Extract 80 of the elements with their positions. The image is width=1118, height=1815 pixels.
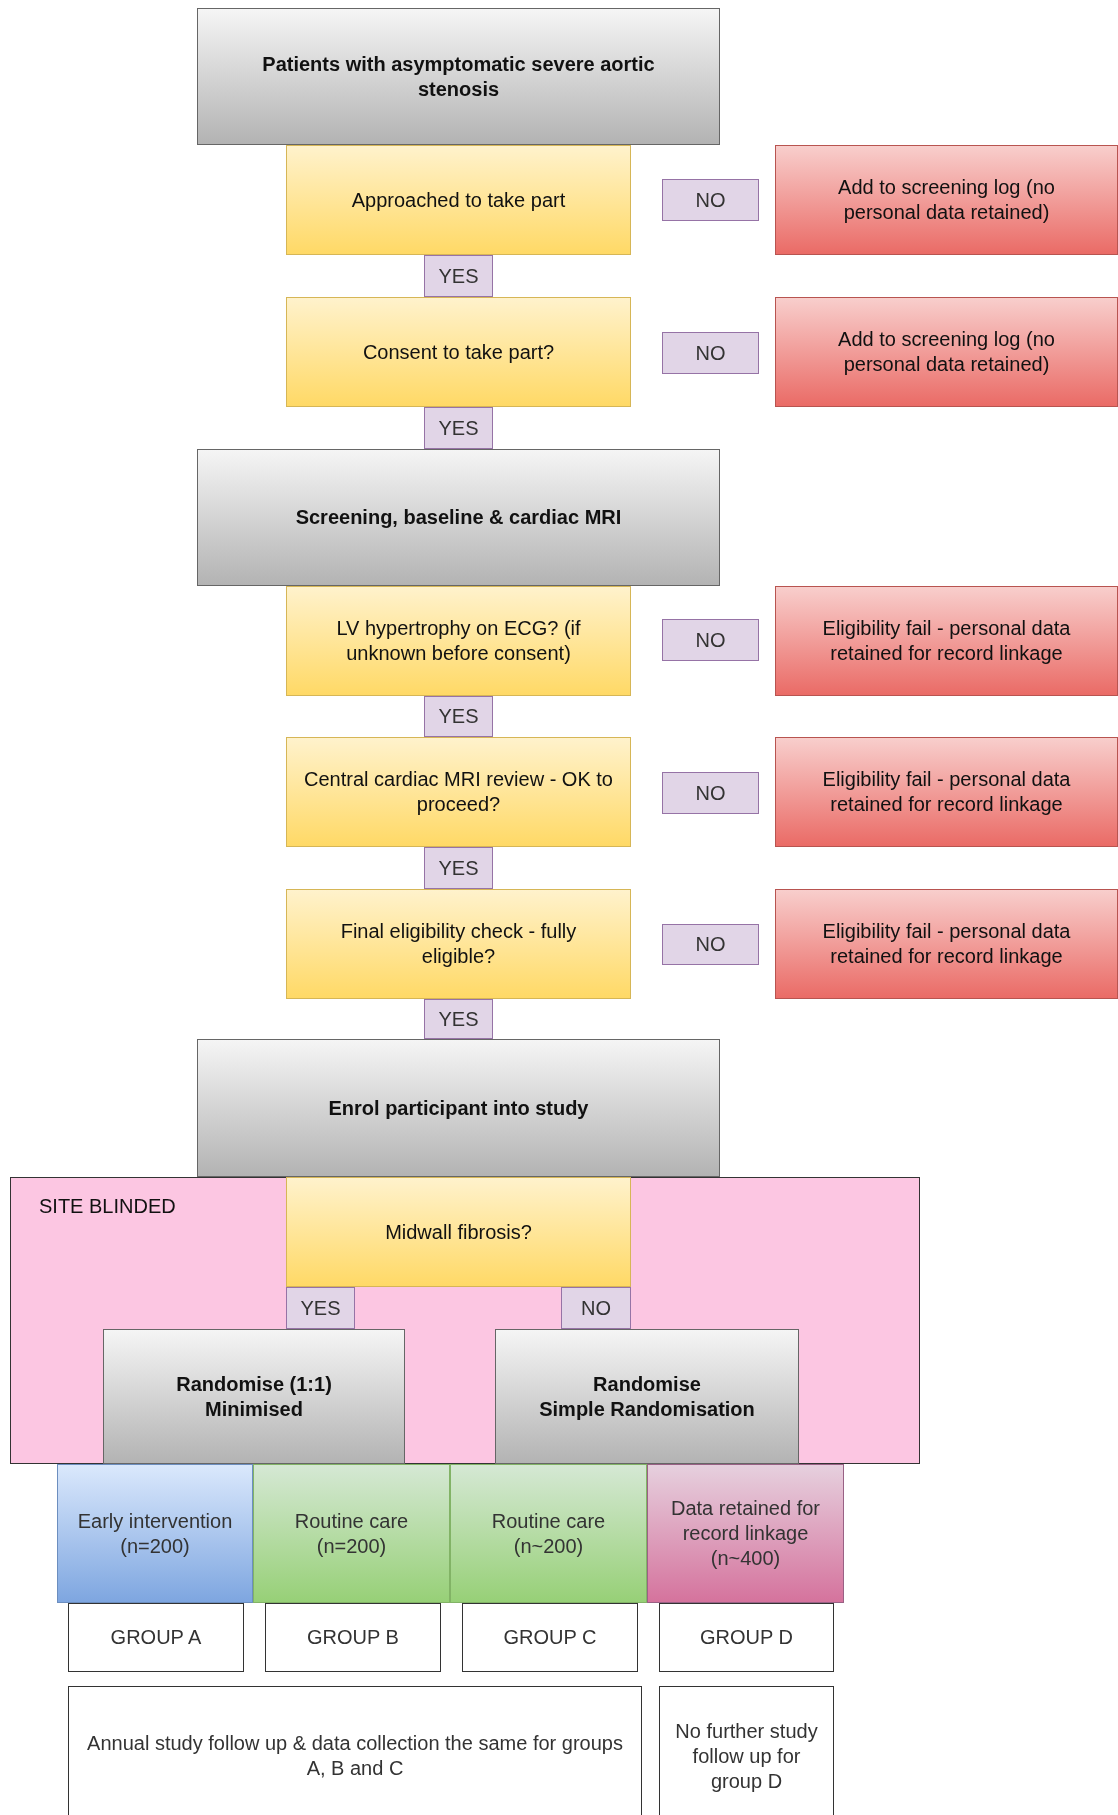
box-text: Approached to take part — [351, 187, 566, 213]
answer-tag — [662, 332, 759, 374]
process-box — [197, 449, 720, 586]
panel-title: SITE BLINDED — [39, 1194, 176, 1219]
process-box — [103, 1329, 405, 1464]
box-text: Simple Randomisation — [539, 1396, 755, 1422]
answer-tag — [424, 847, 493, 889]
outcome-box — [775, 737, 1118, 847]
outcome-box — [775, 145, 1118, 255]
outcome-box — [775, 586, 1118, 696]
outcome-box — [775, 889, 1118, 999]
group-box — [647, 1464, 844, 1603]
answer-tag — [424, 696, 493, 737]
box-text: GROUP B — [307, 1625, 399, 1650]
box-text: Data retained for record linkage (n~400) — [670, 1496, 821, 1571]
box-text: Patients with asymptomatic severe aortic stenosis — [261, 51, 656, 102]
box-text: Central cardiac MRI review - OK to proceed? — [303, 767, 614, 817]
box-text: Consent to take part? — [362, 339, 555, 365]
step-box — [286, 586, 631, 696]
box-text: Annual study follow up & data collection the same for groups A, B and C — [86, 1731, 624, 1781]
answer-tag — [424, 407, 493, 449]
box-text: Enrol participant into study — [328, 1095, 589, 1121]
answer-tag — [662, 619, 759, 661]
answer-label: YES — [438, 415, 479, 441]
answer-label: NO — [695, 340, 726, 366]
answer-label: YES — [438, 263, 479, 289]
box-text: Early intervention (n=200) — [76, 1508, 234, 1559]
group-label-box — [659, 1603, 834, 1672]
box-text: GROUP C — [503, 1625, 597, 1650]
answer-tag — [561, 1287, 631, 1329]
answer-label: NO — [695, 187, 726, 213]
box-text: LV hypertrophy on ECG? (if unknown before consent) — [335, 616, 582, 666]
box-text: GROUP D — [700, 1625, 793, 1650]
note-box — [659, 1686, 834, 1815]
answer-tag — [662, 924, 759, 965]
step-box — [286, 297, 631, 407]
group-box — [450, 1464, 647, 1603]
group-box — [57, 1464, 253, 1603]
box-text: Eligibility fail - personal data retained for record linkage — [821, 767, 1072, 817]
answer-label: YES — [438, 1006, 479, 1032]
group-label-box — [462, 1603, 638, 1672]
box-text: Routine care (n~200) — [490, 1508, 607, 1559]
answer-label: YES — [300, 1295, 341, 1321]
box-text: Randomise — [593, 1371, 701, 1397]
process-box — [197, 1039, 720, 1177]
process-box — [495, 1329, 799, 1464]
box-text: No further study follow up for group D — [674, 1718, 819, 1794]
answer-label: YES — [438, 855, 479, 881]
answer-label: NO — [695, 627, 726, 653]
box-text: Midwall fibrosis? — [385, 1219, 532, 1245]
box-text: Eligibility fail - personal data retained for record linkage — [821, 616, 1072, 666]
group-label-box — [265, 1603, 441, 1672]
group-box — [253, 1464, 450, 1603]
answer-tag — [286, 1287, 355, 1329]
process-box — [197, 8, 720, 145]
box-text: Final eligibility check - fully eligible? — [339, 919, 578, 969]
box-text: Routine care (n=200) — [293, 1508, 410, 1559]
answer-label: YES — [438, 704, 479, 729]
box-text: Add to screening log (no personal data retained) — [837, 327, 1056, 377]
box-text: Add to screening log (no personal data retained) — [837, 175, 1056, 225]
answer-label: NO — [695, 932, 726, 957]
answer-label: NO — [695, 780, 726, 806]
answer-tag — [424, 999, 493, 1039]
box-text: GROUP A — [110, 1625, 202, 1650]
group-label-box — [68, 1603, 244, 1672]
box-text: Minimised — [205, 1396, 303, 1422]
site-blinded-panel — [10, 1177, 920, 1464]
answer-tag — [662, 179, 759, 221]
step-box — [286, 889, 631, 999]
step-box — [286, 1177, 631, 1287]
answer-tag — [424, 255, 493, 297]
answer-tag — [662, 772, 759, 814]
box-text: Eligibility fail - personal data retained for record linkage — [821, 919, 1072, 969]
step-box — [286, 737, 631, 847]
step-box — [286, 145, 631, 255]
note-box — [68, 1686, 642, 1815]
answer-label: NO — [581, 1295, 611, 1321]
box-text: Randomise (1:1) — [176, 1371, 332, 1397]
outcome-box — [775, 297, 1118, 407]
box-text: Screening, baseline & cardiac MRI — [295, 505, 622, 530]
